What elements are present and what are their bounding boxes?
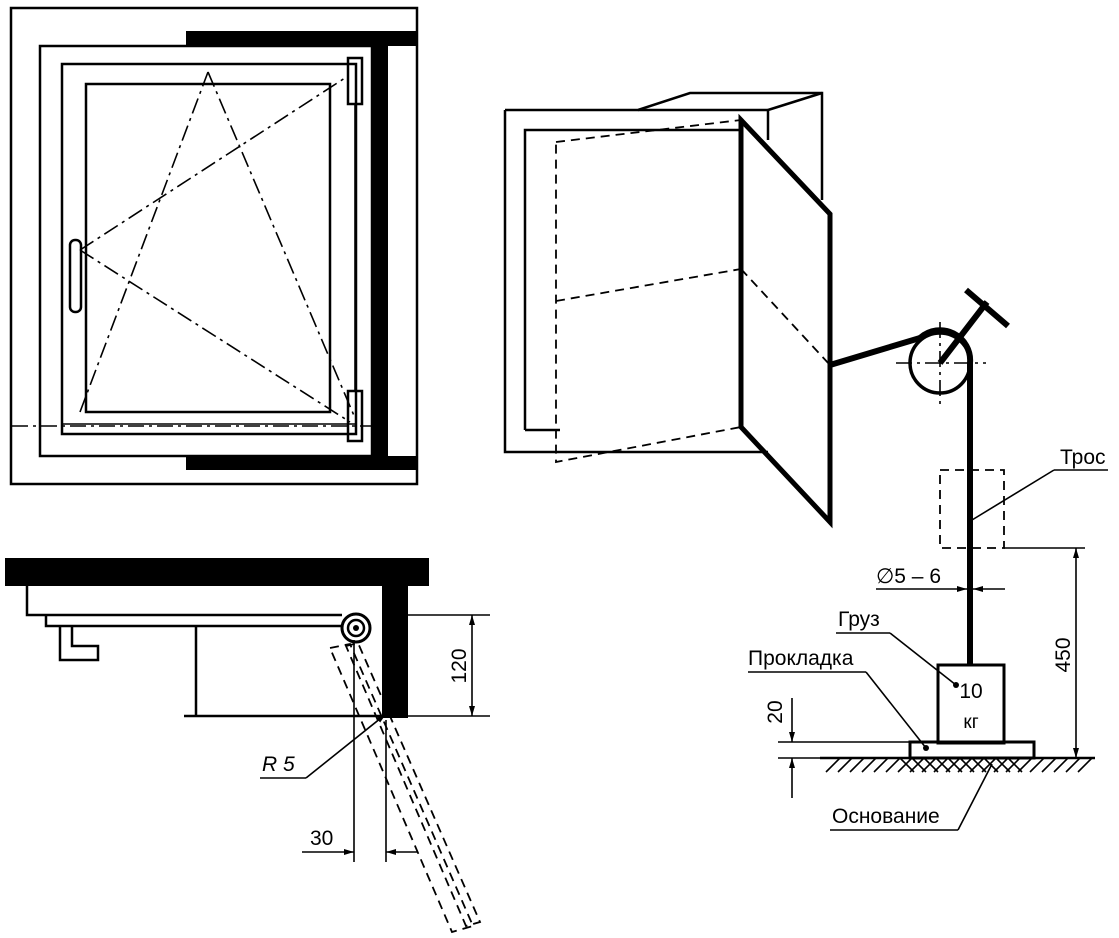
wall-side-section bbox=[382, 586, 408, 718]
wall-top-section bbox=[5, 558, 429, 586]
window-iso-view bbox=[503, 91, 833, 529]
rope-leader bbox=[971, 469, 1055, 521]
box-top-back bbox=[505, 91, 824, 200]
dim-20-text: 20 bbox=[764, 700, 787, 723]
frame-section bbox=[25, 586, 342, 617]
window-handle bbox=[68, 238, 83, 314]
hinge-pin-middle bbox=[346, 618, 366, 638]
pulley-bracket bbox=[937, 300, 990, 365]
sash-inner bbox=[84, 82, 332, 414]
base-leader bbox=[957, 763, 993, 831]
window-front-view bbox=[9, 6, 419, 486]
sash-mid-to-rope bbox=[740, 268, 831, 366]
box-front-outline bbox=[503, 110, 768, 454]
rope-vertical bbox=[917, 327, 974, 665]
sash-opened-outer bbox=[328, 642, 475, 934]
sash-open bbox=[738, 113, 833, 529]
turn-line-top bbox=[79, 75, 349, 251]
sash-closed-position bbox=[555, 118, 742, 464]
sash-outer bbox=[60, 62, 358, 436]
wall-side-hatch bbox=[372, 31, 388, 470]
weight-leader-dot bbox=[953, 682, 959, 688]
radius-leader bbox=[305, 713, 387, 779]
wall-top-hatch bbox=[186, 31, 417, 46]
dim-120-text: 120 bbox=[448, 648, 471, 683]
diameter-label: ∅5 – 6 bbox=[876, 565, 941, 588]
sash-section bbox=[44, 615, 342, 628]
weight-leader bbox=[889, 632, 957, 686]
gasket-leader-dot bbox=[923, 745, 929, 751]
wall-bottom-hatch bbox=[186, 456, 417, 470]
tilt-line-left bbox=[79, 71, 209, 413]
box-top-right-edge bbox=[767, 91, 823, 112]
load-rig: 450 20 ∅5 – 6 Трос Груз Прокладка Основа… bbox=[748, 287, 1108, 831]
gasket-leader bbox=[865, 671, 927, 749]
window-frame bbox=[38, 44, 374, 458]
handle-section bbox=[58, 626, 100, 662]
window-section-view: 120 R 5 30 bbox=[5, 558, 490, 934]
base-label: Основание bbox=[832, 805, 940, 828]
sash-closed-midline bbox=[555, 268, 742, 302]
tilt-line-right bbox=[207, 71, 356, 419]
rope-to-pulley bbox=[829, 335, 921, 368]
dim-450-text: 450 bbox=[1052, 637, 1075, 672]
weight-label: Груз bbox=[838, 608, 880, 631]
sash-opened-inner bbox=[344, 641, 482, 928]
pulley-clamp bbox=[964, 287, 1010, 329]
rope-label: Трос bbox=[1060, 446, 1106, 469]
dim-30-text: 30 bbox=[310, 827, 333, 850]
hinge-pin-outer bbox=[340, 612, 372, 644]
turn-line-bottom bbox=[79, 249, 351, 423]
box-inner-frame bbox=[523, 128, 740, 430]
weight-value: 10 bbox=[959, 680, 982, 703]
weight-unit: кг bbox=[963, 712, 978, 733]
gasket-label: Прокладка bbox=[748, 647, 854, 670]
outer-frame bbox=[9, 6, 419, 486]
base-hatching bbox=[825, 757, 1093, 773]
radius-label: R 5 bbox=[262, 753, 295, 776]
hinge-pin-center bbox=[353, 625, 359, 631]
weight-upper-position bbox=[939, 469, 1005, 549]
